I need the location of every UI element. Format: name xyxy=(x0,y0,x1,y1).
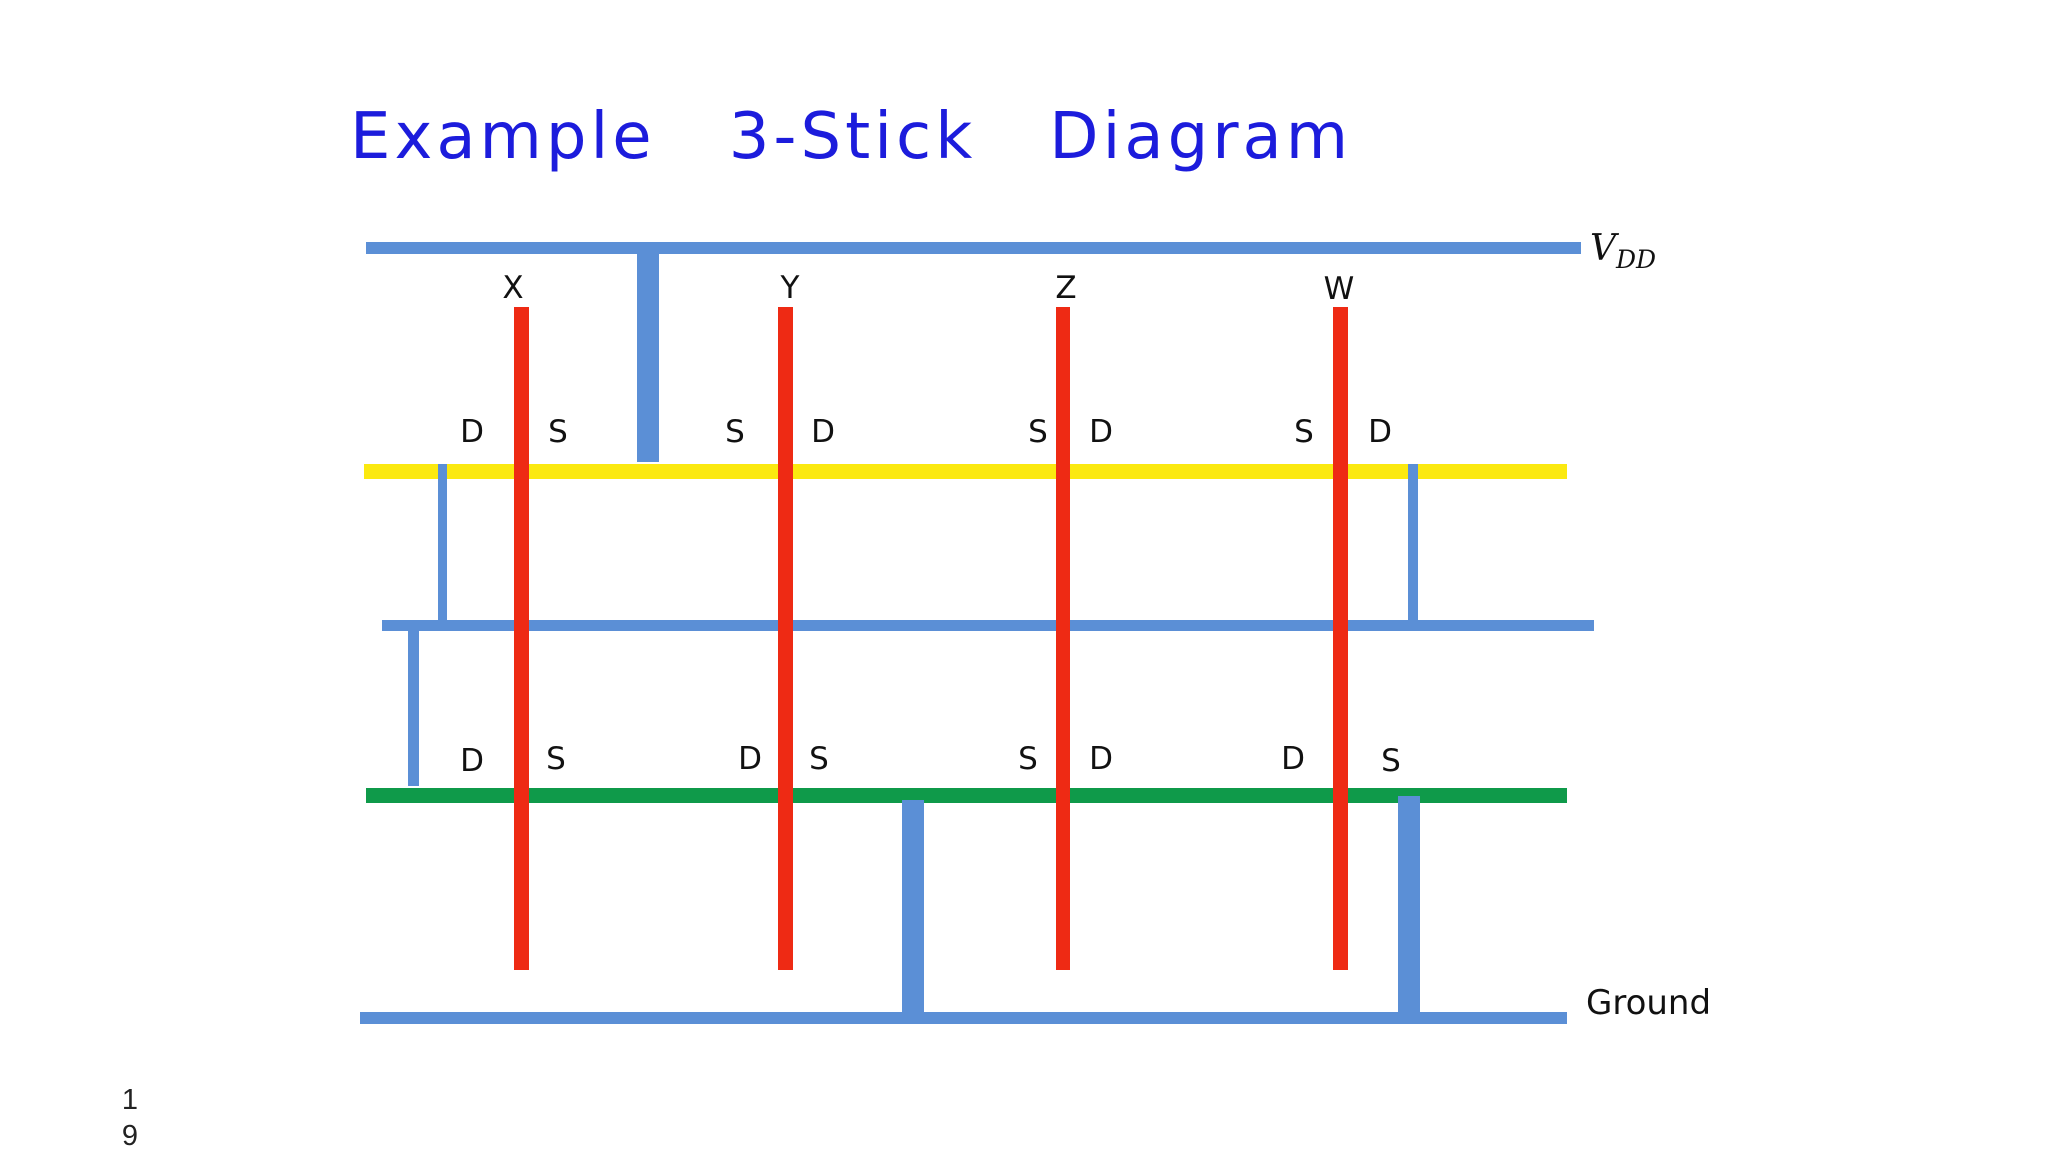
n-output-connector-left xyxy=(408,626,419,786)
top-terminal-w-left: S xyxy=(1294,414,1314,450)
ground-contact-wire-1 xyxy=(902,800,924,1015)
p-output-connector-right xyxy=(1408,464,1418,622)
vdd-contact-wire xyxy=(637,245,659,462)
top-terminal-z-right: D xyxy=(1089,414,1113,450)
bottom-terminal-w-right: S xyxy=(1381,743,1401,779)
p-diffusion-line xyxy=(364,464,1567,479)
n-diffusion-line xyxy=(366,788,1567,803)
bottom-terminal-z-left: S xyxy=(1018,741,1038,777)
top-terminal-x-right: S xyxy=(548,414,568,450)
gate-y-poly xyxy=(778,307,793,970)
top-terminal-x-left: D xyxy=(460,414,484,450)
gate-x-poly xyxy=(514,307,529,970)
slide-number: 19 xyxy=(121,1084,139,1152)
gate-z-poly xyxy=(1056,307,1070,970)
bottom-terminal-y-left: D xyxy=(738,741,762,777)
gate-w-label: W xyxy=(1324,271,1355,307)
bottom-terminal-z-right: D xyxy=(1089,741,1113,777)
ground-contact-wire-2 xyxy=(1398,796,1420,1016)
gate-w-poly xyxy=(1333,307,1348,970)
vdd-label-subscript: DD xyxy=(1615,245,1656,274)
gate-y-label: Y xyxy=(780,270,800,306)
bottom-terminal-w-left: D xyxy=(1281,741,1305,777)
gate-x-label: X xyxy=(502,270,523,306)
gate-z-label: Z xyxy=(1055,270,1076,306)
output-metal-line xyxy=(382,620,1594,631)
ground-rail xyxy=(360,1012,1567,1024)
vdd-rail xyxy=(366,242,1581,254)
vdd-label: VDD xyxy=(1590,228,1656,274)
slide-title: Example 3-Stick Diagram xyxy=(350,100,1353,174)
bottom-terminal-x-right: S xyxy=(546,741,566,777)
top-terminal-y-right: D xyxy=(811,414,835,450)
bottom-terminal-y-right: S xyxy=(809,741,829,777)
p-output-connector-left xyxy=(438,464,447,622)
top-terminal-w-right: D xyxy=(1368,414,1392,450)
ground-label: Ground xyxy=(1586,983,1711,1023)
top-terminal-y-left: S xyxy=(725,414,745,450)
bottom-terminal-x-left: D xyxy=(460,743,484,779)
top-terminal-z-left: S xyxy=(1028,414,1048,450)
vdd-label-main: V xyxy=(1590,228,1620,269)
